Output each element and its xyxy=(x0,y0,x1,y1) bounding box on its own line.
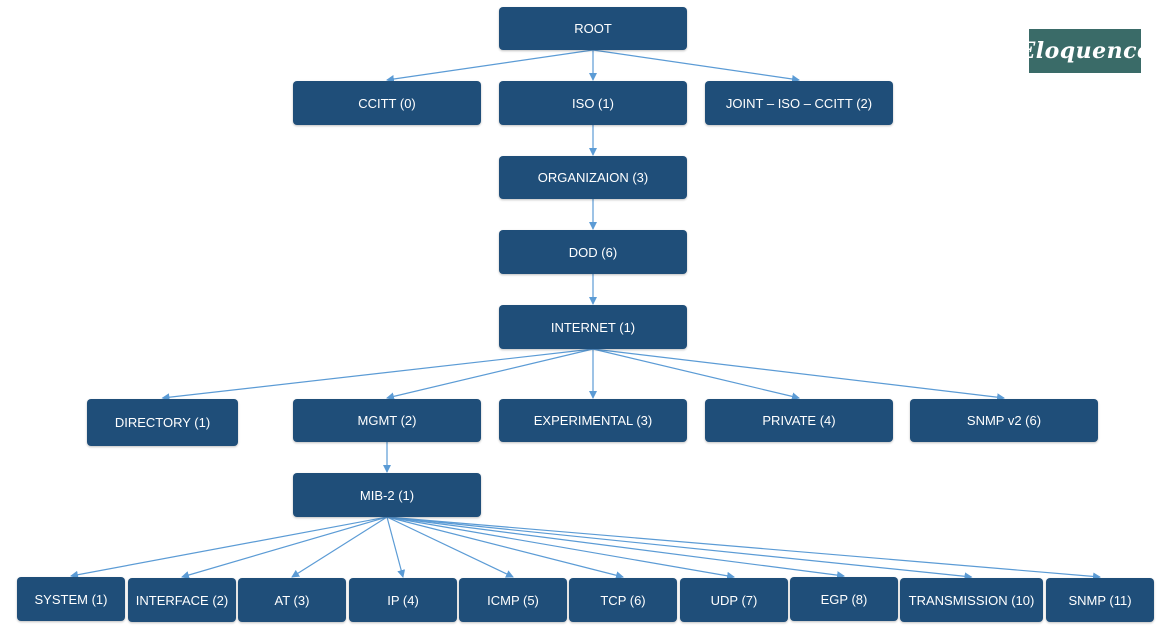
connector-mib2-to-icmp xyxy=(386,516,514,578)
node-snmp: SNMP (11) xyxy=(1046,578,1154,622)
node-ip: IP (4) xyxy=(349,578,457,622)
node-transmission: TRANSMISSION (10) xyxy=(900,578,1043,622)
connector-mib2-to-ip xyxy=(386,516,406,578)
connector-internet-to-private xyxy=(592,348,800,401)
node-snmp-v2: SNMP v2 (6) xyxy=(910,399,1098,442)
node-icmp: ICMP (5) xyxy=(459,578,567,622)
eloquence-logo: Eloquence xyxy=(1018,29,1151,73)
node-interface: INTERFACE (2) xyxy=(128,578,236,622)
connector-mib2-to-tcp xyxy=(386,516,624,580)
connector-mib2-to-transmission xyxy=(386,516,973,581)
node-organization: ORGANIZAION (3) xyxy=(499,156,687,199)
node-system: SYSTEM (1) xyxy=(17,577,125,621)
node-private: PRIVATE (4) xyxy=(705,399,893,442)
connector-mib2-to-egp xyxy=(386,516,845,580)
node-ccitt: CCITT (0) xyxy=(293,81,481,125)
connector-mib2-to-interface xyxy=(181,516,388,579)
connector-mib2-to-at xyxy=(291,516,388,578)
node-directory: DIRECTORY (1) xyxy=(87,399,238,446)
connector-root-to-joint xyxy=(592,49,800,83)
node-mib-2: MIB-2 (1) xyxy=(293,473,481,517)
node-iso: ISO (1) xyxy=(499,81,687,125)
node-experimental: EXPERIMENTAL (3) xyxy=(499,399,687,442)
connector-mib2-to-snmp xyxy=(386,516,1101,581)
node-root: ROOT xyxy=(499,7,687,50)
node-udp: UDP (7) xyxy=(680,578,788,622)
node-internet: INTERNET (1) xyxy=(499,305,687,349)
connector-mib2-to-udp xyxy=(386,516,735,580)
node-egp: EGP (8) xyxy=(790,577,898,621)
connector-root-to-ccitt xyxy=(386,49,594,83)
node-tcp: TCP (6) xyxy=(569,578,677,622)
node-dod: DOD (6) xyxy=(499,230,687,274)
node-mgmt: MGMT (2) xyxy=(293,399,481,442)
connector-internet-to-directory xyxy=(161,348,594,402)
node-at: AT (3) xyxy=(238,578,346,622)
connector-mib2-to-system xyxy=(70,516,388,579)
node-joint-iso-ccitt: JOINT – ISO – CCITT (2) xyxy=(705,81,893,125)
connector-internet-to-mgmt xyxy=(386,348,594,401)
connector-internet-to-snmpv2 xyxy=(592,348,1005,402)
